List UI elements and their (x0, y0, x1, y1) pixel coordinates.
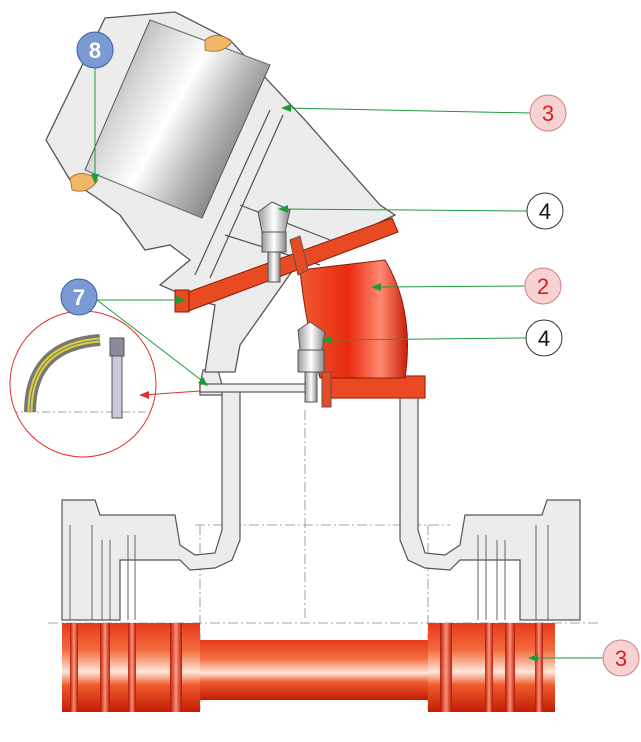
detail-circle (9, 310, 157, 458)
callout-8: 8 (76, 31, 114, 69)
leader-detail-arrow (139, 391, 149, 399)
leader-3-top (284, 107, 531, 114)
callout-2: 2 (524, 267, 562, 305)
callout-4-bottom: 4 (525, 319, 563, 357)
leader-4-bottom (324, 337, 527, 341)
bolt-lower (297, 321, 332, 408)
flange-lines (69, 525, 549, 620)
bolt-upper (257, 201, 309, 283)
callout-2-label: 2 (537, 274, 549, 299)
callout-3-top: 3 (529, 94, 567, 132)
leader-lines (94, 66, 603, 659)
callout-4-top: 4 (526, 192, 564, 230)
callout-8-label: 8 (89, 38, 101, 63)
leader-detail (142, 390, 201, 396)
callout-7: 7 (60, 278, 98, 316)
callout-3-bottom-label: 3 (615, 646, 627, 671)
callout-4-top-label: 4 (539, 199, 551, 224)
leader-7b (96, 299, 206, 384)
valve-neck (199, 369, 426, 399)
main-pipe-red (62, 623, 555, 712)
leader-arrowheads (91, 104, 538, 662)
callout-3-bottom: 3 (602, 639, 640, 677)
callout-7-label: 7 (73, 285, 85, 310)
callout-4-bottom-label: 4 (538, 326, 550, 351)
leader-2 (374, 285, 526, 288)
leader-4-top (281, 208, 528, 212)
orange-seals (69, 35, 233, 192)
callout-3-top-label: 3 (542, 101, 554, 126)
